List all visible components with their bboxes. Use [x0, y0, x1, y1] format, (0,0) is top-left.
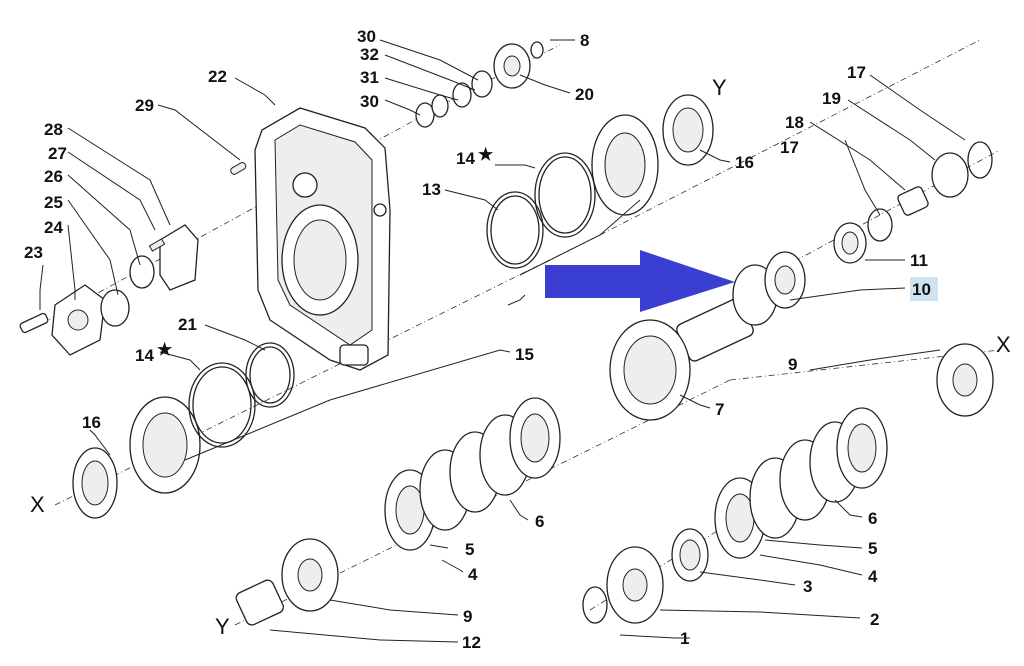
callout-6-left: 6	[535, 512, 544, 531]
star-14-top: ★	[478, 145, 494, 164]
callout-17-top: 17	[847, 63, 866, 82]
pump-gear-25	[100, 289, 130, 327]
callout-5-left: 5	[465, 540, 474, 559]
callout-12: 12	[462, 633, 481, 652]
pump-assembly	[19, 162, 247, 356]
gear-housing	[254, 107, 391, 371]
callout-20: 20	[575, 85, 594, 104]
callout-5-right: 5	[868, 539, 877, 558]
callout-13: 13	[422, 180, 441, 199]
callout-2: 2	[870, 610, 879, 629]
axis-x-left: X	[30, 492, 45, 517]
callout-labels: 1 2 3 4 4 5 5 6 6 7 8 9 9 10 11 12 13 14…	[24, 27, 931, 652]
star-14-left: ★	[157, 340, 173, 359]
callout-10-highlight	[910, 277, 938, 301]
callout-8: 8	[580, 31, 589, 50]
callout-16-top: 16	[735, 153, 754, 172]
callout-22: 22	[208, 67, 227, 86]
callout-4-right: 4	[868, 567, 878, 586]
callout-24: 24	[44, 218, 63, 237]
axis-y-bottom: Y	[215, 614, 230, 639]
piston-15-top	[591, 114, 659, 216]
o-ring-14-top	[534, 152, 596, 238]
axis-y-top: Y	[712, 75, 727, 100]
axis-x-right: X	[996, 332, 1011, 357]
right-shaft-cluster	[833, 141, 993, 264]
pump-gear-26	[129, 255, 155, 289]
callout-29: 29	[135, 96, 154, 115]
callout-11: 11	[910, 251, 928, 270]
callout-14-left: 14	[135, 346, 154, 365]
callout-26: 26	[44, 167, 63, 186]
callout-25: 25	[44, 193, 63, 212]
callout-7: 7	[715, 400, 724, 419]
axis-letters: X X Y Y	[30, 75, 1011, 639]
callout-17-mid: 17	[780, 138, 799, 157]
bottom-parts	[235, 343, 994, 626]
callout-16-left: 16	[82, 413, 101, 432]
o-ring-14-left	[188, 362, 256, 448]
shaft-gear-10	[676, 251, 806, 362]
callout-27: 27	[48, 144, 67, 163]
callout-30-top: 30	[357, 27, 376, 46]
callout-10: 10	[912, 280, 931, 299]
callout-21: 21	[178, 315, 197, 334]
callout-9-bottom: 9	[463, 607, 472, 626]
o-ring-13	[486, 191, 544, 269]
callout-31: 31	[360, 68, 379, 87]
thrust-bearing-16-top	[662, 94, 714, 166]
callout-18: 18	[785, 113, 804, 132]
clutch-hub-7	[609, 319, 691, 421]
leader-lines	[39, 39, 966, 643]
callout-19: 19	[822, 89, 841, 108]
clutch-pack-right	[714, 407, 888, 559]
top-gear-cluster	[415, 41, 544, 128]
callout-32: 32	[360, 45, 379, 64]
callout-3: 3	[803, 577, 812, 596]
piston-15-left	[129, 396, 201, 494]
callout-30-bottom: 30	[360, 92, 379, 111]
callout-9-right: 9	[788, 355, 797, 374]
callout-28: 28	[44, 120, 63, 139]
clutch-pack-left	[384, 397, 561, 551]
callout-4-left: 4	[468, 565, 478, 584]
callout-6-right: 6	[868, 509, 877, 528]
axis-lines	[29, 39, 1001, 626]
callout-14-top: 14	[456, 149, 475, 168]
callout-23: 23	[24, 243, 43, 262]
o-ring-21	[245, 342, 295, 408]
thrust-bearing-16-left	[72, 447, 118, 519]
callout-1: 1	[680, 629, 689, 648]
callout-15: 15	[515, 345, 534, 364]
highlight-arrow	[545, 250, 735, 312]
